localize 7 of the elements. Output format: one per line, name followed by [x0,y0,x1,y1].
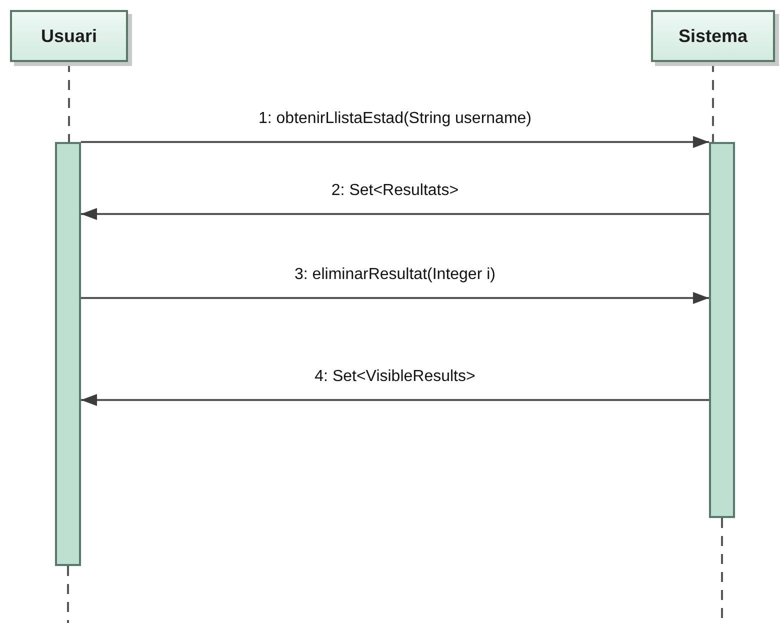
message-arrow [81,136,709,148]
activation-bar [55,142,81,566]
message-arrow [81,394,709,406]
activation-bar [709,142,735,518]
message-label: 3: eliminarResultat(Integer i) [292,266,498,284]
message-arrow [81,292,709,304]
message-arrow [81,208,709,220]
